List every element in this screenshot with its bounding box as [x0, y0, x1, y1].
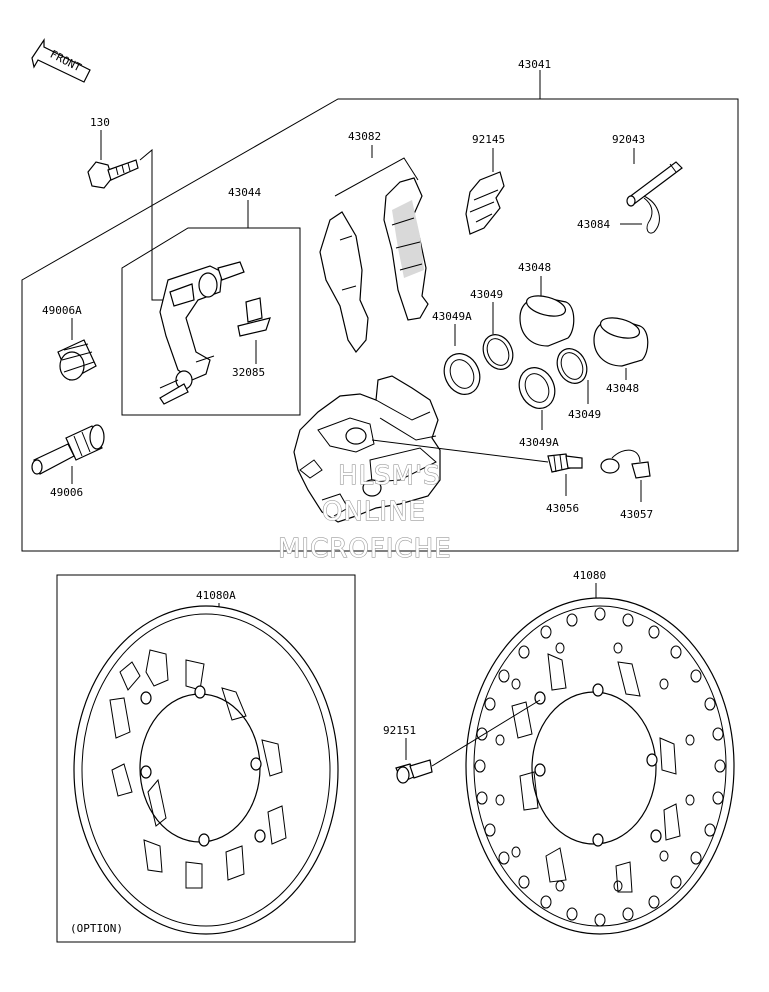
caliper-assembly-outline	[21, 98, 739, 552]
front-arrow-icon: FRONT	[31, 38, 91, 83]
label-43041: 43041	[518, 58, 551, 71]
label-43082: 43082	[348, 130, 381, 143]
piston-43048-upper	[519, 295, 575, 347]
watermark-line3: MICROFICHE	[278, 534, 452, 564]
label-43049A-top: 43049A	[432, 310, 472, 323]
bleeder-cap-43057	[600, 449, 651, 479]
label-92043: 92043	[612, 133, 645, 146]
brake-pad-43082-outer	[383, 177, 429, 321]
caliper-body	[293, 375, 441, 523]
brake-disc-41080	[465, 597, 735, 935]
label-92145: 92145	[472, 133, 505, 146]
option-disc-box	[56, 574, 356, 943]
label-43049A-bottom: 43049A	[519, 436, 559, 449]
label-43048-bottom: 43048	[606, 382, 639, 395]
disc-bolt-92151	[395, 759, 433, 784]
label-32085: 32085	[232, 366, 265, 379]
seal-43049A-lower	[518, 367, 556, 409]
label-92151: 92151	[383, 724, 416, 737]
boot-32085	[237, 297, 271, 337]
label-43049-top: 43049	[470, 288, 503, 301]
label-43056: 43056	[546, 502, 579, 515]
label-option: (OPTION)	[70, 922, 123, 935]
label-41080A: 41080A	[196, 589, 236, 602]
pad-spring-92145	[465, 171, 505, 235]
label-43044: 43044	[228, 186, 261, 199]
piston-43048-lower	[593, 317, 649, 367]
boot-49006A	[57, 339, 97, 381]
label-49006A: 49006A	[42, 304, 82, 317]
watermark-line1: HLSM'S	[338, 461, 441, 491]
bolt-130	[87, 159, 139, 189]
disc-41080-holes	[474, 607, 726, 927]
clip-43084	[643, 195, 660, 234]
label-43057: 43057	[620, 508, 653, 521]
label-43084: 43084	[577, 218, 610, 231]
pad-pin-92043	[626, 161, 683, 207]
label-130: 130	[90, 116, 110, 129]
seal-43049A-upper	[443, 353, 481, 395]
bracket-assembly-outline	[121, 227, 301, 416]
brake-disc-41080A	[73, 605, 339, 935]
pin-49006	[31, 424, 105, 475]
label-49006: 49006	[50, 486, 83, 499]
seal-43049-upper	[482, 334, 514, 370]
caliper-bracket-43044	[159, 261, 245, 405]
watermark-line2: ONLINE	[322, 497, 426, 527]
bleeder-valve-43056	[547, 453, 583, 473]
label-43048-top: 43048	[518, 261, 551, 274]
label-43049-bottom: 43049	[568, 408, 601, 421]
brake-pad-43082-inner	[319, 211, 369, 354]
seal-43049-lower	[556, 348, 588, 384]
label-41080: 41080	[573, 569, 606, 582]
